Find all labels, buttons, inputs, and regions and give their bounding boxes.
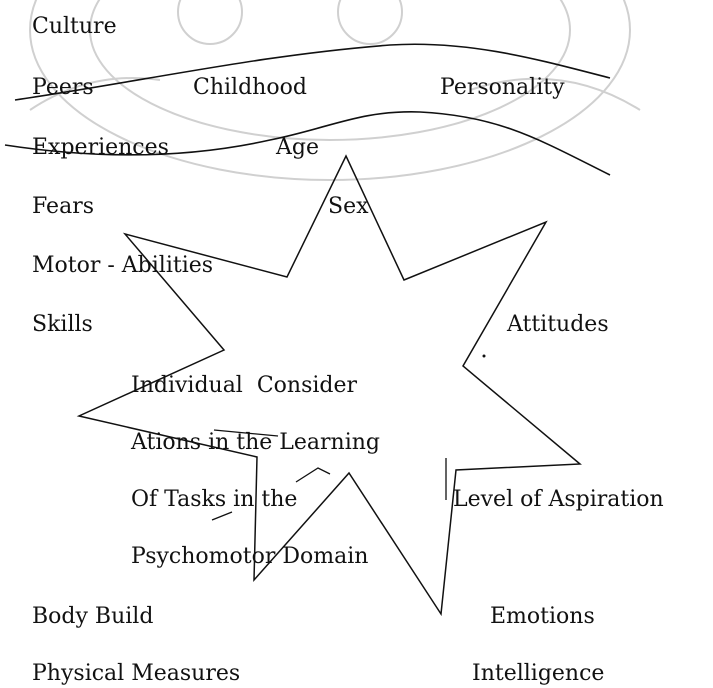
label-childhood: Childhood: [193, 75, 307, 100]
center-text-line-3: Of Tasks in the: [131, 487, 298, 512]
watermark-seal: [29, 0, 641, 181]
label-experiences: Experiences: [32, 135, 169, 160]
strike-mark-3: [211, 511, 233, 521]
center-text-line-1: Individual Consider: [131, 373, 358, 398]
label-skills: Skills: [32, 312, 93, 337]
label-motor-abilities: Motor - Abilities: [32, 253, 214, 278]
strike-mark-1: [213, 429, 279, 437]
label-peers: Peers: [32, 75, 94, 100]
label-culture: Culture: [32, 14, 117, 39]
center-text-line-4: Psychomotor Domain: [131, 544, 369, 569]
label-sex: Sex: [328, 194, 369, 219]
upper-wave-line: [14, 43, 611, 101]
label-attitudes: Attitudes: [507, 312, 609, 337]
label-emotions: Emotions: [490, 604, 595, 629]
label-level-of-aspiration: Level of Aspiration: [453, 487, 664, 512]
label-fears: Fears: [32, 194, 95, 219]
lower-wave-line: [4, 111, 611, 176]
label-personality: Personality: [440, 75, 565, 100]
label-physical-measures: Physical Measures: [32, 661, 241, 686]
center-text-line-2: Ations in the Learning: [131, 430, 381, 455]
strike-mark-2: [295, 467, 331, 483]
label-intelligence: Intelligence: [472, 661, 605, 686]
label-body-build: Body Build: [32, 604, 154, 629]
central-star-outline: [76, 154, 582, 617]
stray-dot: [482, 354, 486, 358]
label-age: Age: [276, 135, 319, 160]
